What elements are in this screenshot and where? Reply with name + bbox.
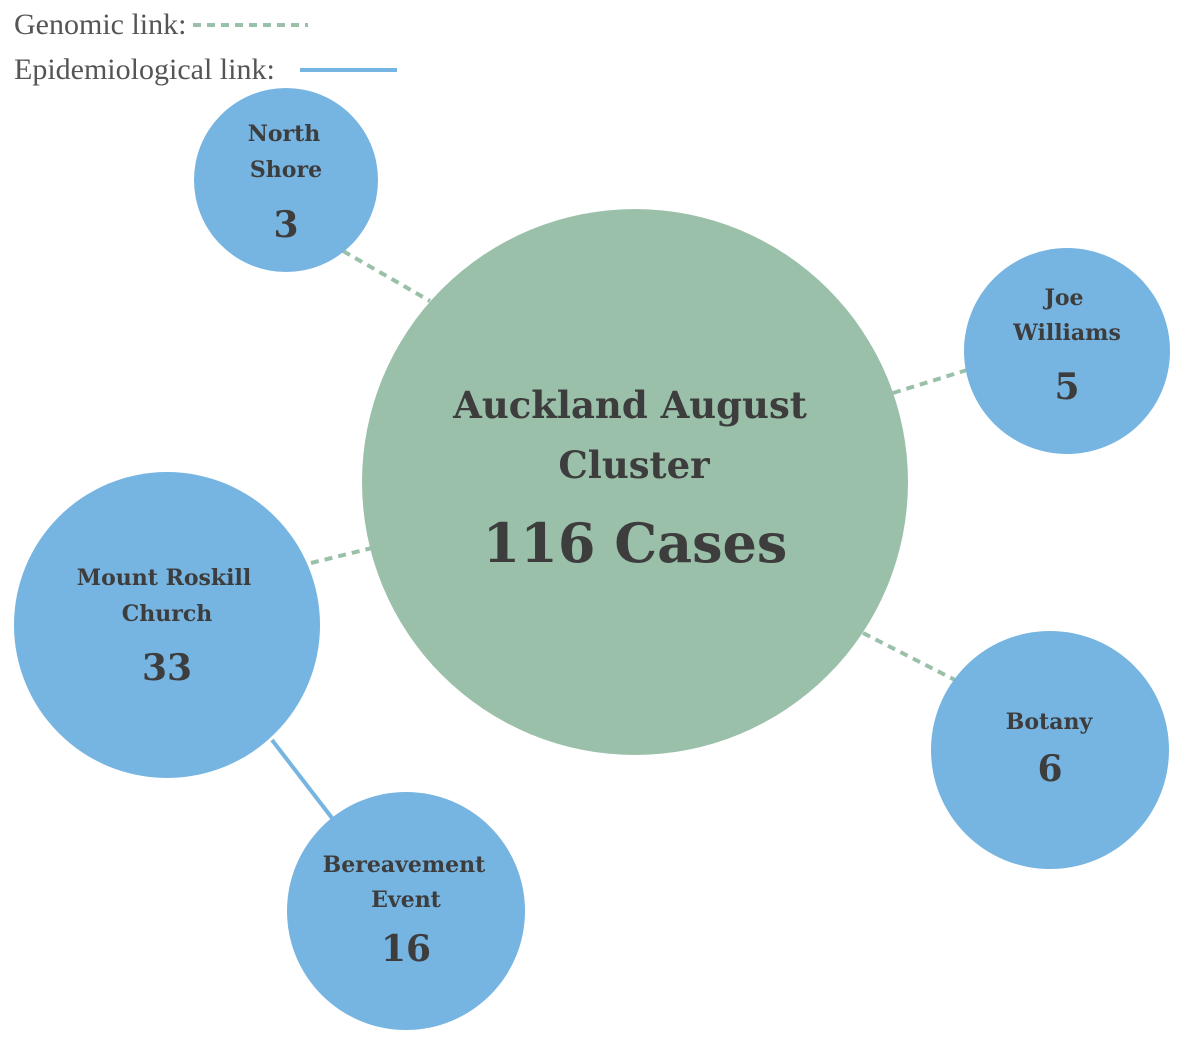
botany-label: Botany [1006, 709, 1094, 735]
center-cluster-node: Auckland August Cluster 116 Cases [362, 209, 908, 755]
joe-williams-label-line2: Williams [1012, 320, 1121, 346]
bereavement-count: 16 [381, 928, 431, 970]
joe-williams-label-line1: Joe [1042, 285, 1083, 311]
botany-circle [931, 631, 1169, 869]
link-center-botany [862, 631, 956, 682]
link-center-mount-roskill [310, 546, 373, 565]
legend: Genomic link: Epidemiological link: [14, 8, 397, 86]
bereavement-node: Bereavement Event 16 [287, 792, 525, 1030]
mount-roskill-circle [14, 472, 320, 778]
mount-roskill-node: Mount Roskill Church 33 [14, 472, 320, 778]
legend-genomic-label: Genomic link: [14, 8, 186, 41]
botany-node: Botany 6 [931, 631, 1169, 869]
north-shore-circle [194, 88, 378, 272]
center-cluster-label-line1: Auckland August [452, 383, 807, 427]
joe-williams-node: Joe Williams 5 [964, 248, 1170, 454]
center-cluster-circle [362, 209, 908, 755]
link-center-north-shore [342, 249, 431, 303]
joe-williams-count: 5 [1054, 366, 1079, 408]
north-shore-node: North Shore 3 [194, 88, 378, 272]
bereavement-label-line2: Event [371, 887, 442, 913]
mount-roskill-count: 33 [142, 647, 192, 689]
mount-roskill-label-line1: Mount Roskill [77, 565, 252, 591]
bereavement-circle [287, 792, 525, 1030]
north-shore-label-line1: North [248, 121, 321, 147]
joe-williams-circle [964, 248, 1170, 454]
bereavement-label-line1: Bereavement [323, 852, 486, 878]
link-mount-roskill-bereavement [270, 738, 334, 820]
north-shore-label-line2: Shore [250, 157, 322, 183]
center-cluster-label-line2: Cluster [558, 443, 710, 487]
north-shore-count: 3 [273, 204, 298, 246]
botany-count: 6 [1037, 748, 1062, 790]
mount-roskill-label-line2: Church [122, 601, 212, 627]
links [270, 249, 968, 820]
legend-epi-label: Epidemiological link: [14, 53, 275, 86]
link-center-joe-williams [892, 368, 968, 395]
center-cluster-count: 116 Cases [483, 511, 788, 575]
